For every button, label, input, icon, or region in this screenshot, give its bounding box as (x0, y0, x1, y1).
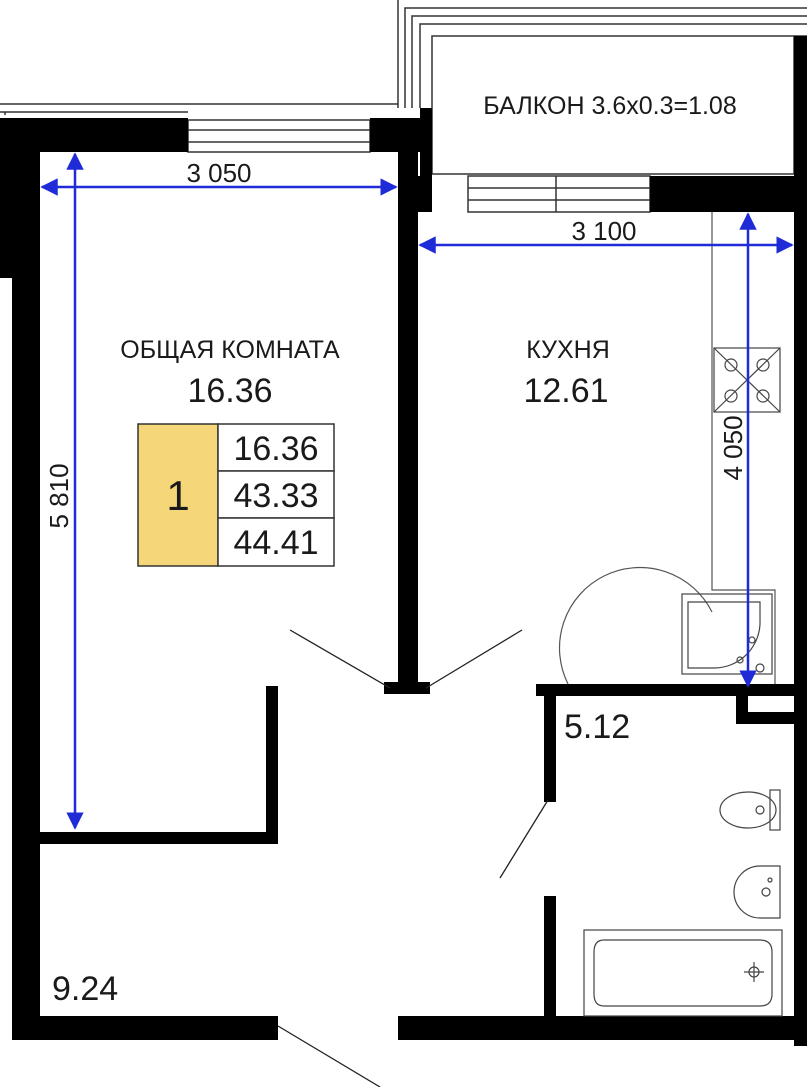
bathtub-icon (583, 929, 783, 1017)
kitchen-height-label: 4 050 (718, 415, 748, 480)
living-room-name: ОБЩАЯ КОМНАТА (120, 336, 340, 364)
walls (0, 36, 807, 1046)
kitchen-name: КУХНЯ (526, 336, 610, 364)
rooms-count-badge (137, 423, 219, 567)
dimension-lines (40, 152, 794, 830)
total-with-balcony-value: 44.41 (233, 524, 318, 562)
living-width-label: 3 050 (186, 158, 251, 188)
toilet-icon (719, 789, 781, 831)
balcony-label: БАЛКОН 3.6x0.3=1.08 (483, 92, 736, 120)
area-info-box: 1 16.36 43.33 44.41 (137, 423, 335, 567)
exterior-outline (0, 103, 398, 115)
kitchen-width-label: 3 100 (571, 216, 636, 246)
balcony-outline (397, 0, 807, 175)
living-room-area: 16.36 (187, 372, 272, 410)
bathroom-area: 5.12 (564, 708, 630, 746)
kitchen-sink-icon (681, 593, 773, 675)
living-height-label: 5 810 (44, 463, 74, 528)
living-window (187, 119, 371, 153)
hallway-area: 9.24 (52, 970, 118, 1008)
kitchen-area: 12.61 (523, 372, 608, 410)
bathroom-sink-icon (733, 865, 781, 919)
kitchen-window (467, 175, 651, 213)
total-area-value: 43.33 (233, 477, 318, 515)
living-area-value: 16.36 (233, 430, 318, 468)
rooms-count: 1 (166, 472, 189, 519)
door-swings (277, 629, 549, 1087)
